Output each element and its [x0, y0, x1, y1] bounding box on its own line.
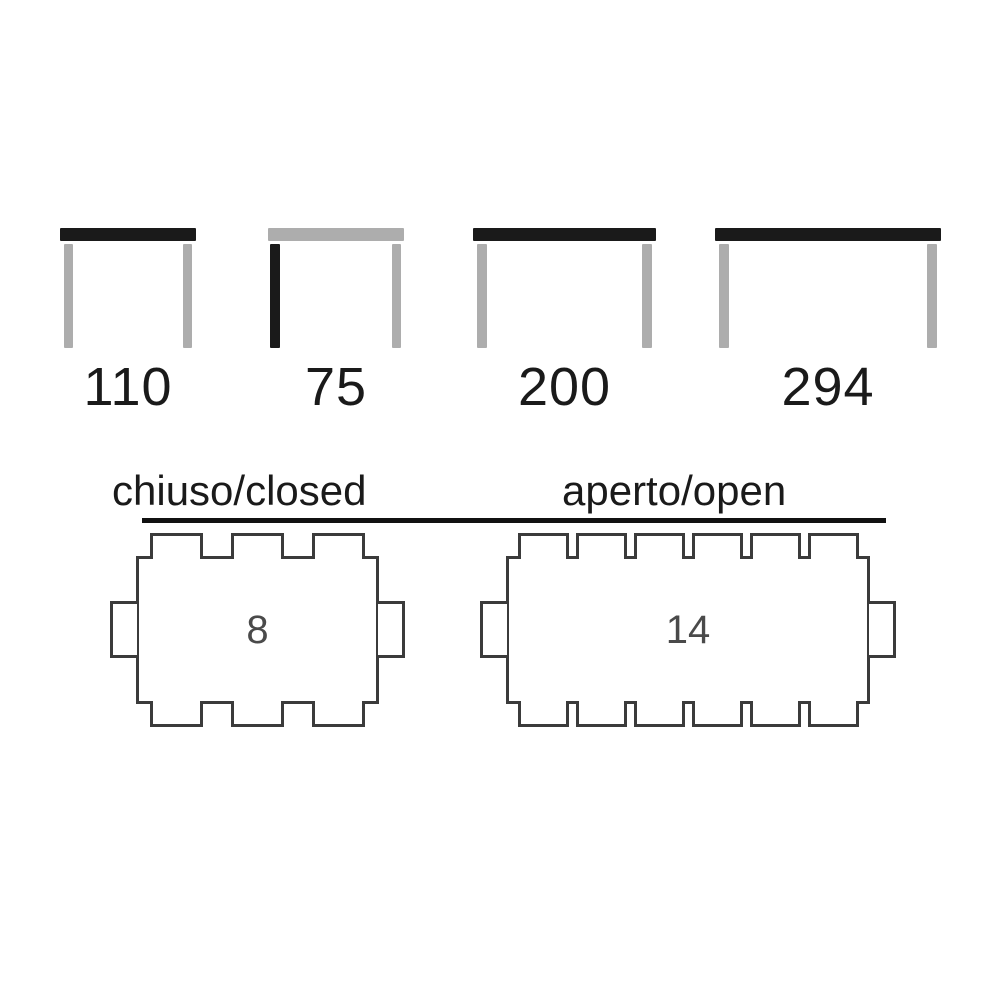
seat-count-open: 14	[665, 608, 711, 652]
seat-left-1	[480, 601, 507, 658]
seat-top-3	[634, 533, 685, 559]
dimension-label-height: 75	[304, 357, 368, 417]
table-body-open	[506, 556, 870, 704]
seat-bottom-3	[634, 701, 685, 727]
seat-bottom-3	[312, 701, 365, 727]
table-body-closed	[136, 556, 379, 704]
seat-right-1	[378, 601, 405, 658]
seat-top-2	[231, 533, 284, 559]
seat-left-1	[110, 601, 137, 658]
seat-bottom-2	[576, 701, 627, 727]
seat-bottom-4	[692, 701, 743, 727]
elevation-figure-width-open-294	[715, 228, 941, 350]
table-leg-left	[64, 244, 73, 348]
seat-bottom-2	[231, 701, 284, 727]
seat-top-6	[808, 533, 859, 559]
seat-top-4	[692, 533, 743, 559]
caption-closed: chiuso/closed	[112, 467, 367, 514]
seat-top-3	[312, 533, 365, 559]
seat-top-2	[576, 533, 627, 559]
section-divider-rule	[142, 518, 886, 523]
elevation-figure-height-75	[268, 228, 404, 350]
seat-right-1	[869, 601, 896, 658]
seat-top-1	[518, 533, 569, 559]
table-top-surface	[473, 228, 656, 241]
table-top-surface	[268, 228, 404, 241]
seat-top-5	[750, 533, 801, 559]
table-leg-right	[927, 244, 937, 348]
seat-bottom-5	[750, 701, 801, 727]
caption-open: aperto/open	[562, 467, 787, 514]
seat-bottom-1	[150, 701, 203, 727]
seat-bottom-1	[518, 701, 569, 727]
seat-bottom-6	[808, 701, 859, 727]
elevation-figures-row: 110 75 200 294	[0, 0, 1000, 430]
dimension-label-depth: 110	[83, 357, 173, 417]
elevation-figure-width-closed-200	[473, 228, 656, 350]
table-leg-left	[477, 244, 487, 348]
table-top-surface	[60, 228, 196, 241]
table-top-surface	[715, 228, 941, 241]
table-leg-left	[719, 244, 729, 348]
dimension-label-width-open: 294	[781, 357, 875, 417]
table-leg-right	[183, 244, 192, 348]
dimension-label-width-closed: 200	[517, 357, 612, 417]
table-leg-left	[270, 244, 280, 348]
elevation-figure-depth-110	[60, 228, 196, 350]
table-leg-right	[642, 244, 652, 348]
seat-count-closed: 8	[246, 608, 269, 652]
seat-top-1	[150, 533, 203, 559]
table-leg-right	[392, 244, 401, 348]
